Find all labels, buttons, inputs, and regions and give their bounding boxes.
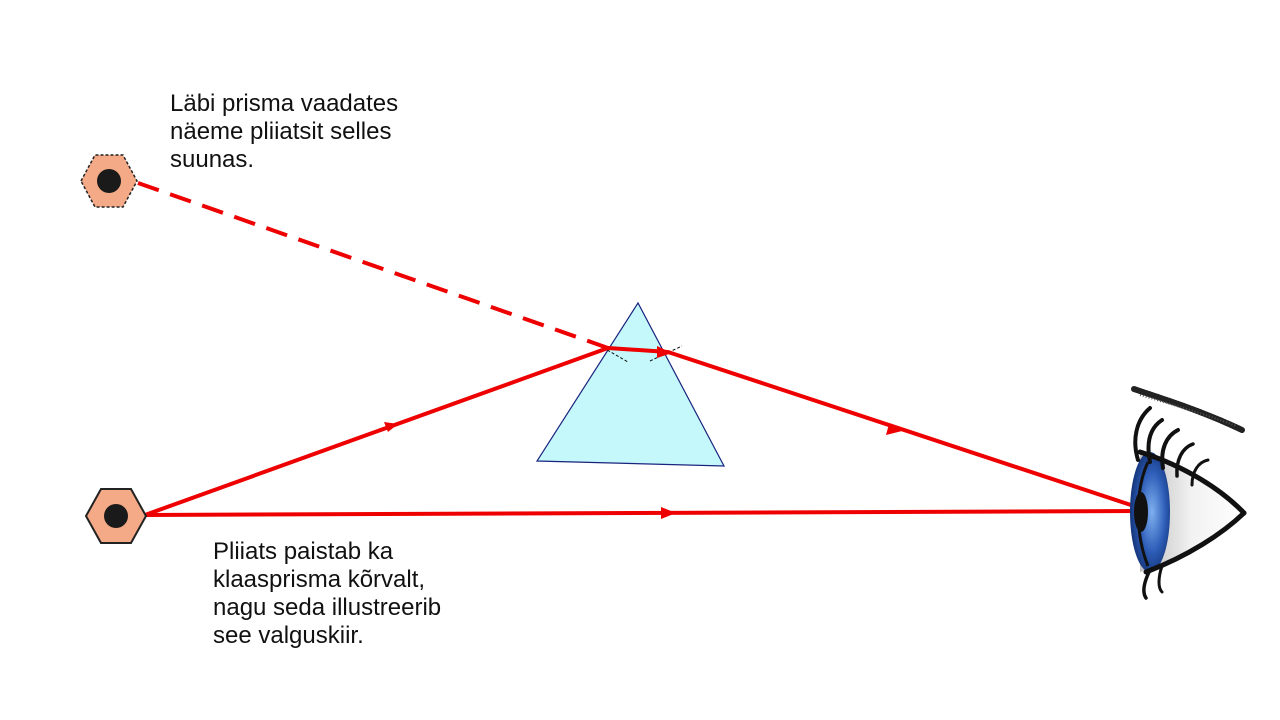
hexagon-pencil-icon bbox=[84, 488, 148, 544]
eye-icon bbox=[1130, 386, 1247, 600]
glass-prism bbox=[535, 301, 726, 467]
caption-line: see valguskiir. bbox=[213, 622, 364, 649]
caption-line: klaasprisma kõrvalt, bbox=[213, 566, 426, 593]
caption-line: suunas. bbox=[170, 146, 255, 173]
caption-line: nagu seda illustreerib bbox=[213, 594, 442, 621]
direct-ray bbox=[144, 509, 1141, 517]
caption-line: näeme pliiatsit selles bbox=[170, 118, 392, 145]
caption-line: Pliiats paistab ka bbox=[213, 538, 394, 565]
virtual-ray bbox=[137, 181, 609, 350]
ray-arrow-icon bbox=[661, 507, 676, 519]
direct-view-caption: Pliiats paistab ka klaasprisma kõrvalt, … bbox=[213, 538, 441, 650]
caption-line: Läbi prisma vaadates bbox=[170, 90, 399, 117]
ray-arrow-icon bbox=[657, 346, 672, 358]
refracted-ray bbox=[144, 346, 1141, 517]
ray-arrow-icon bbox=[886, 424, 902, 435]
virtual-image-caption: Läbi prisma vaadates näeme pliiatsit sel… bbox=[170, 90, 398, 174]
dashed-hexagon-pencil-icon bbox=[80, 154, 138, 208]
ray-arrow-icon bbox=[384, 422, 398, 432]
